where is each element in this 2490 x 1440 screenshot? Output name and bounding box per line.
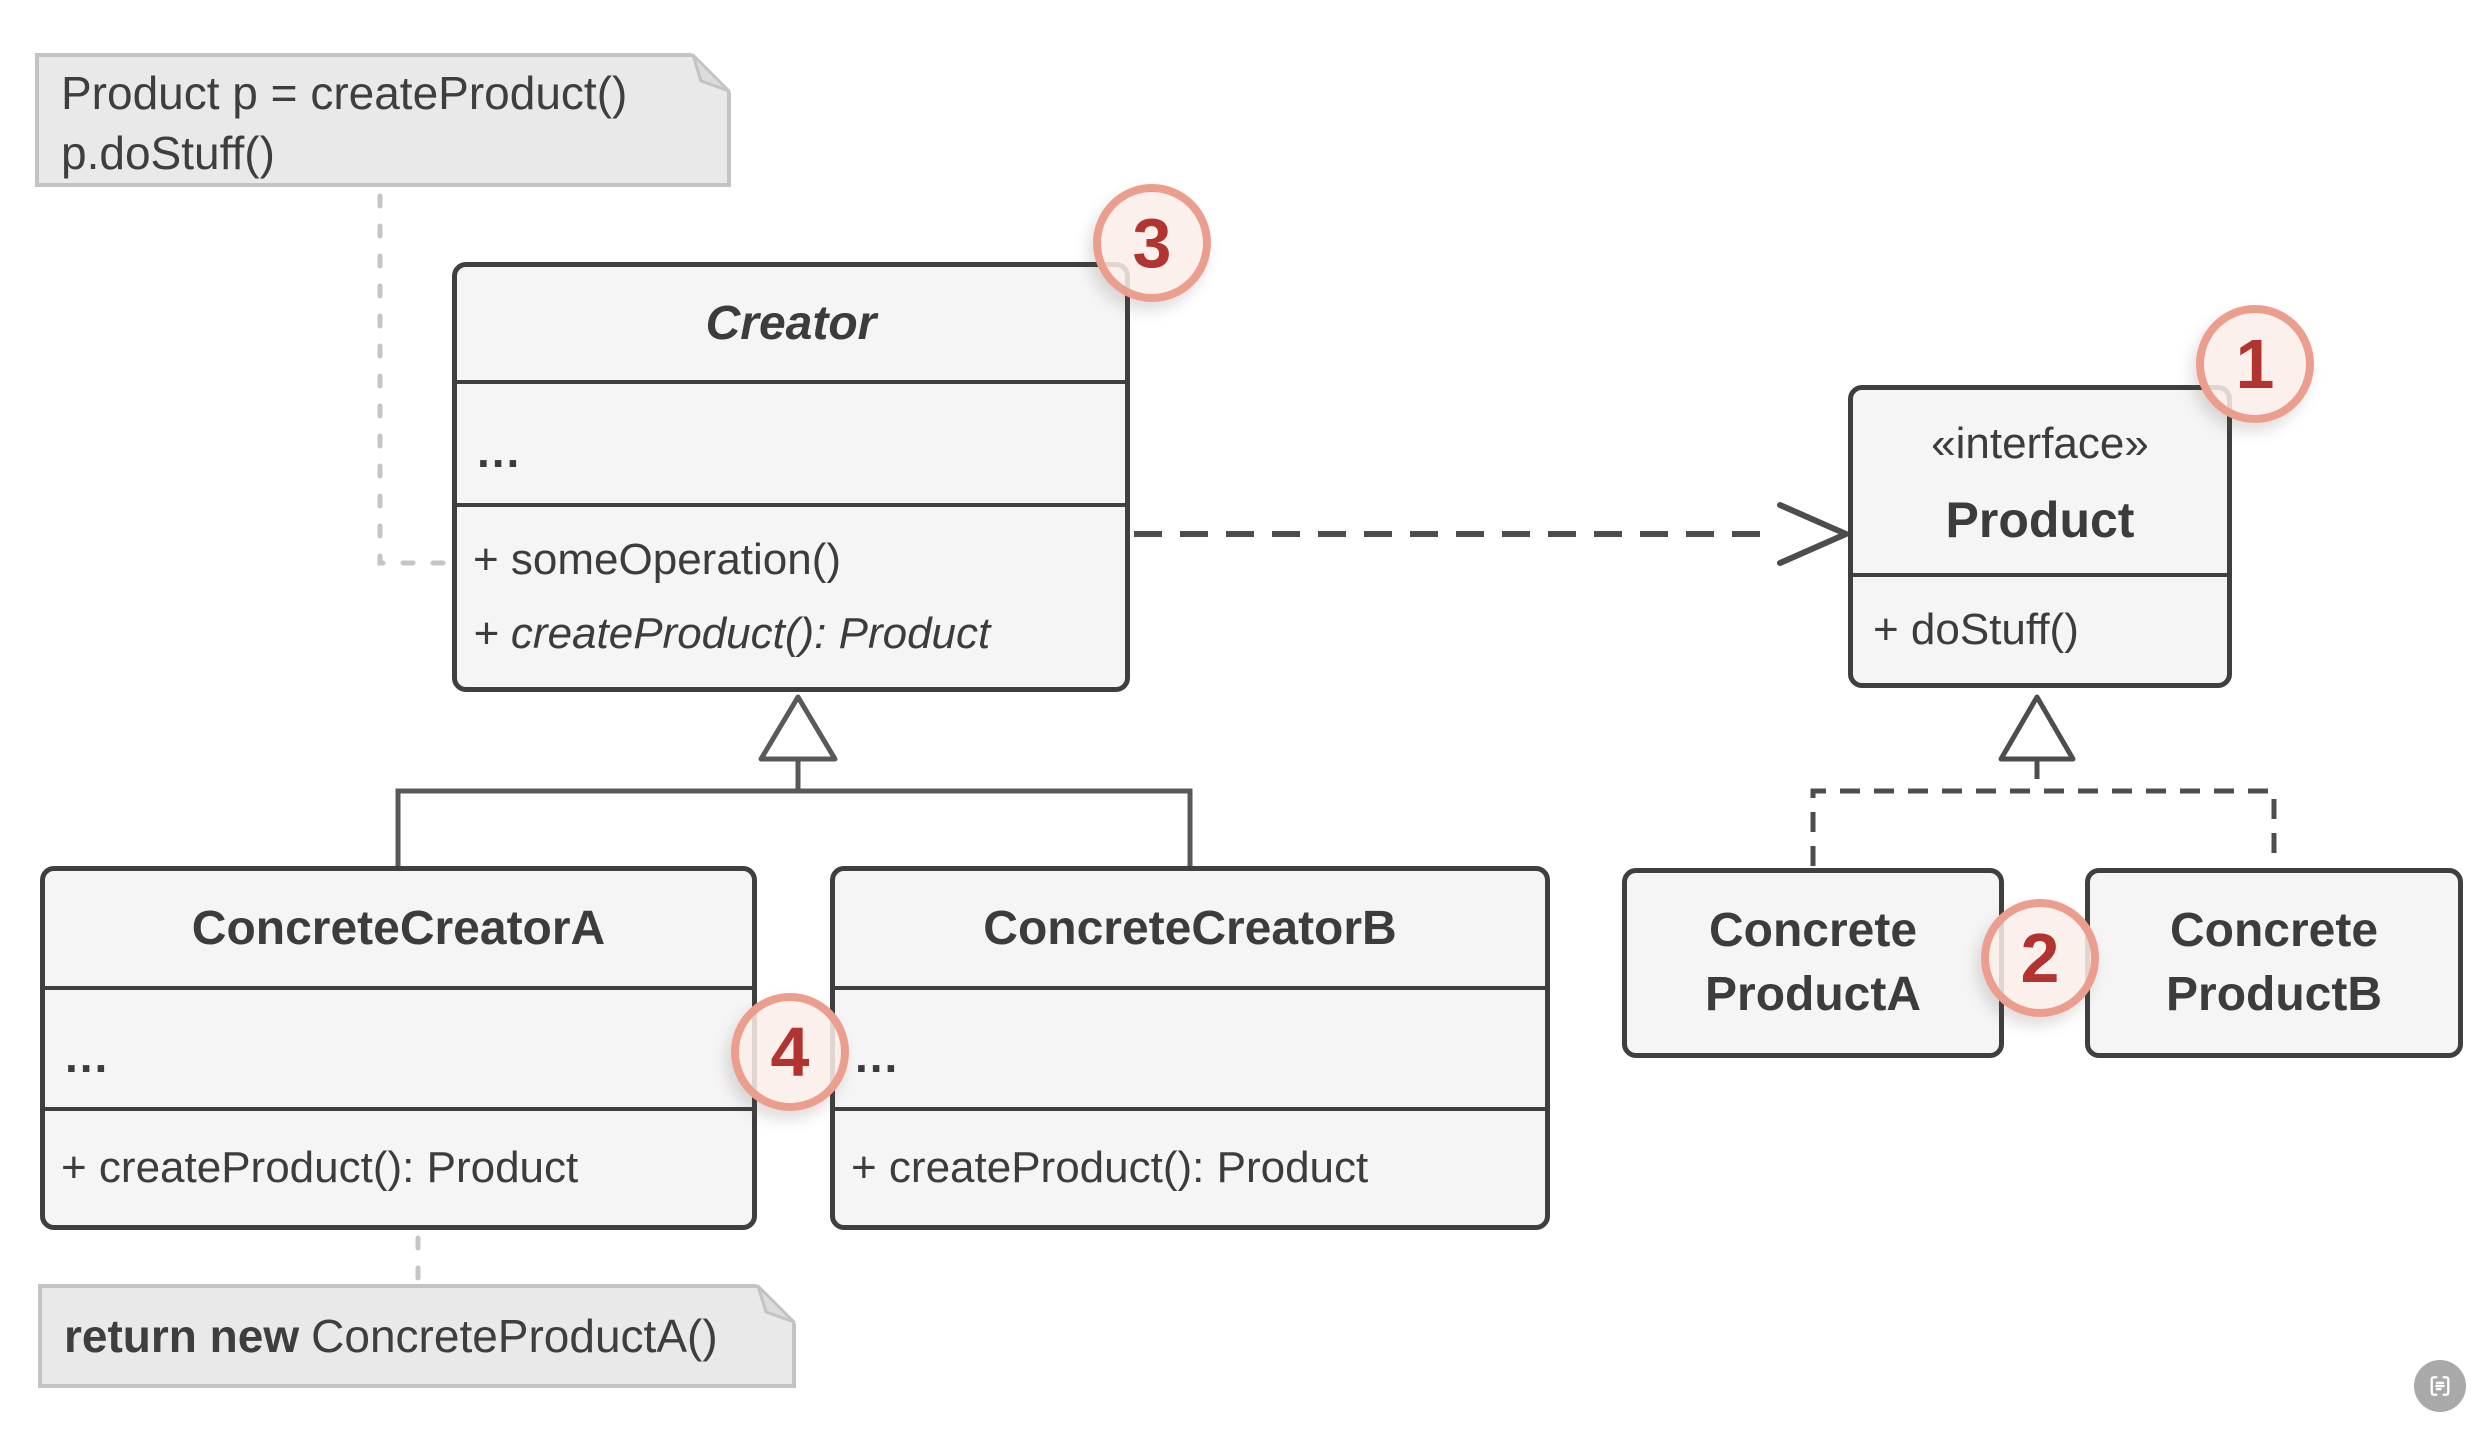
concrete-product-b-class-box: Concrete ProductB (2085, 868, 2463, 1058)
dependency-arrowhead-icon (1777, 502, 1849, 566)
concrete-creator-b-attributes: ... (835, 986, 1545, 1107)
note-line: p.doStuff() (61, 127, 275, 179)
concrete-product-b-title-line: Concrete (2169, 904, 2379, 957)
concrete-creator-a-attributes: ... (45, 986, 752, 1107)
concrete-product-b-title-line: ProductB (2166, 968, 2382, 1021)
product-realization-triangle-icon (1998, 694, 2076, 762)
product-interface-box: «interface» Product + doStuff() (1848, 385, 2232, 688)
badge-number: 2 (2020, 919, 2060, 997)
badge-number: 3 (1132, 204, 1172, 282)
creator-class-title: Creator (705, 297, 877, 350)
concrete-creator-a-class-box: ConcreteCreatorA ... + createProduct(): … (40, 866, 757, 1230)
annotation-badge-3: 3 (1093, 184, 1211, 302)
concrete-creator-a-title: ConcreteCreatorA (191, 902, 606, 955)
creator-method-someoperation: + someOperation() (473, 535, 842, 584)
concrete-product-a-title-line: ProductA (1705, 968, 1921, 1021)
note-line: Product p = createProduct() (61, 67, 628, 119)
product-realization-line (1810, 788, 2277, 866)
creator-method-createproduct: + createProduct(): Product (473, 609, 991, 658)
note-return-statement: return new ConcreteProductA() (38, 1284, 796, 1388)
creator-methods: + someOperation() + createProduct(): Pro… (457, 503, 1125, 687)
note-to-creator-connector (377, 193, 449, 566)
concrete-product-a-class-box: Concrete ProductA (1622, 868, 2004, 1058)
creator-class-box: Creator ... + someOperation() + createPr… (452, 262, 1130, 692)
concrete-product-a-title-line: Concrete (1708, 904, 1918, 957)
badge-number: 4 (770, 1013, 810, 1091)
interface-stereotype: «interface» (1931, 418, 2149, 468)
concrete-creator-b-class-box: ConcreteCreatorB ... + createProduct(): … (830, 866, 1550, 1230)
creator-inheritance-line (395, 788, 1193, 866)
note-bold-text: return new (64, 1310, 300, 1362)
product-interface-title: «interface» Product (1853, 390, 2227, 573)
annotation-badge-1: 1 (2196, 305, 2314, 423)
annotation-badge-2: 2 (1981, 899, 2099, 1017)
concrete-creator-b-methods: + createProduct(): Product (835, 1107, 1545, 1225)
note-fold-corner-icon (691, 53, 731, 93)
product-method-dostuff: + doStuff() (1873, 605, 2079, 654)
creator-attributes: ... (457, 380, 1125, 503)
creator-generalization-triangle-icon (758, 694, 838, 762)
product-methods: + doStuff() (1853, 573, 2227, 683)
note-fold-corner-icon (756, 1284, 796, 1324)
note-client-code: Product p = createProduct() p.doStuff() (35, 53, 731, 187)
scan-text-icon (2430, 1376, 2450, 1396)
concrete-creator-a-method-createproduct: + createProduct(): Product (61, 1143, 579, 1192)
concrete-creator-a-methods: + createProduct(): Product (45, 1107, 752, 1225)
badge-number: 1 (2235, 325, 2275, 403)
scan-text-button[interactable] (2414, 1360, 2466, 1412)
annotation-badge-4: 4 (731, 993, 849, 1111)
concrete-creator-b-title: ConcreteCreatorB (983, 902, 1397, 955)
note-regular-text: ConcreteProductA() (311, 1310, 718, 1362)
concrete-creator-b-method-createproduct: + createProduct(): Product (851, 1143, 1369, 1192)
product-interface-name: Product (1945, 491, 2135, 548)
